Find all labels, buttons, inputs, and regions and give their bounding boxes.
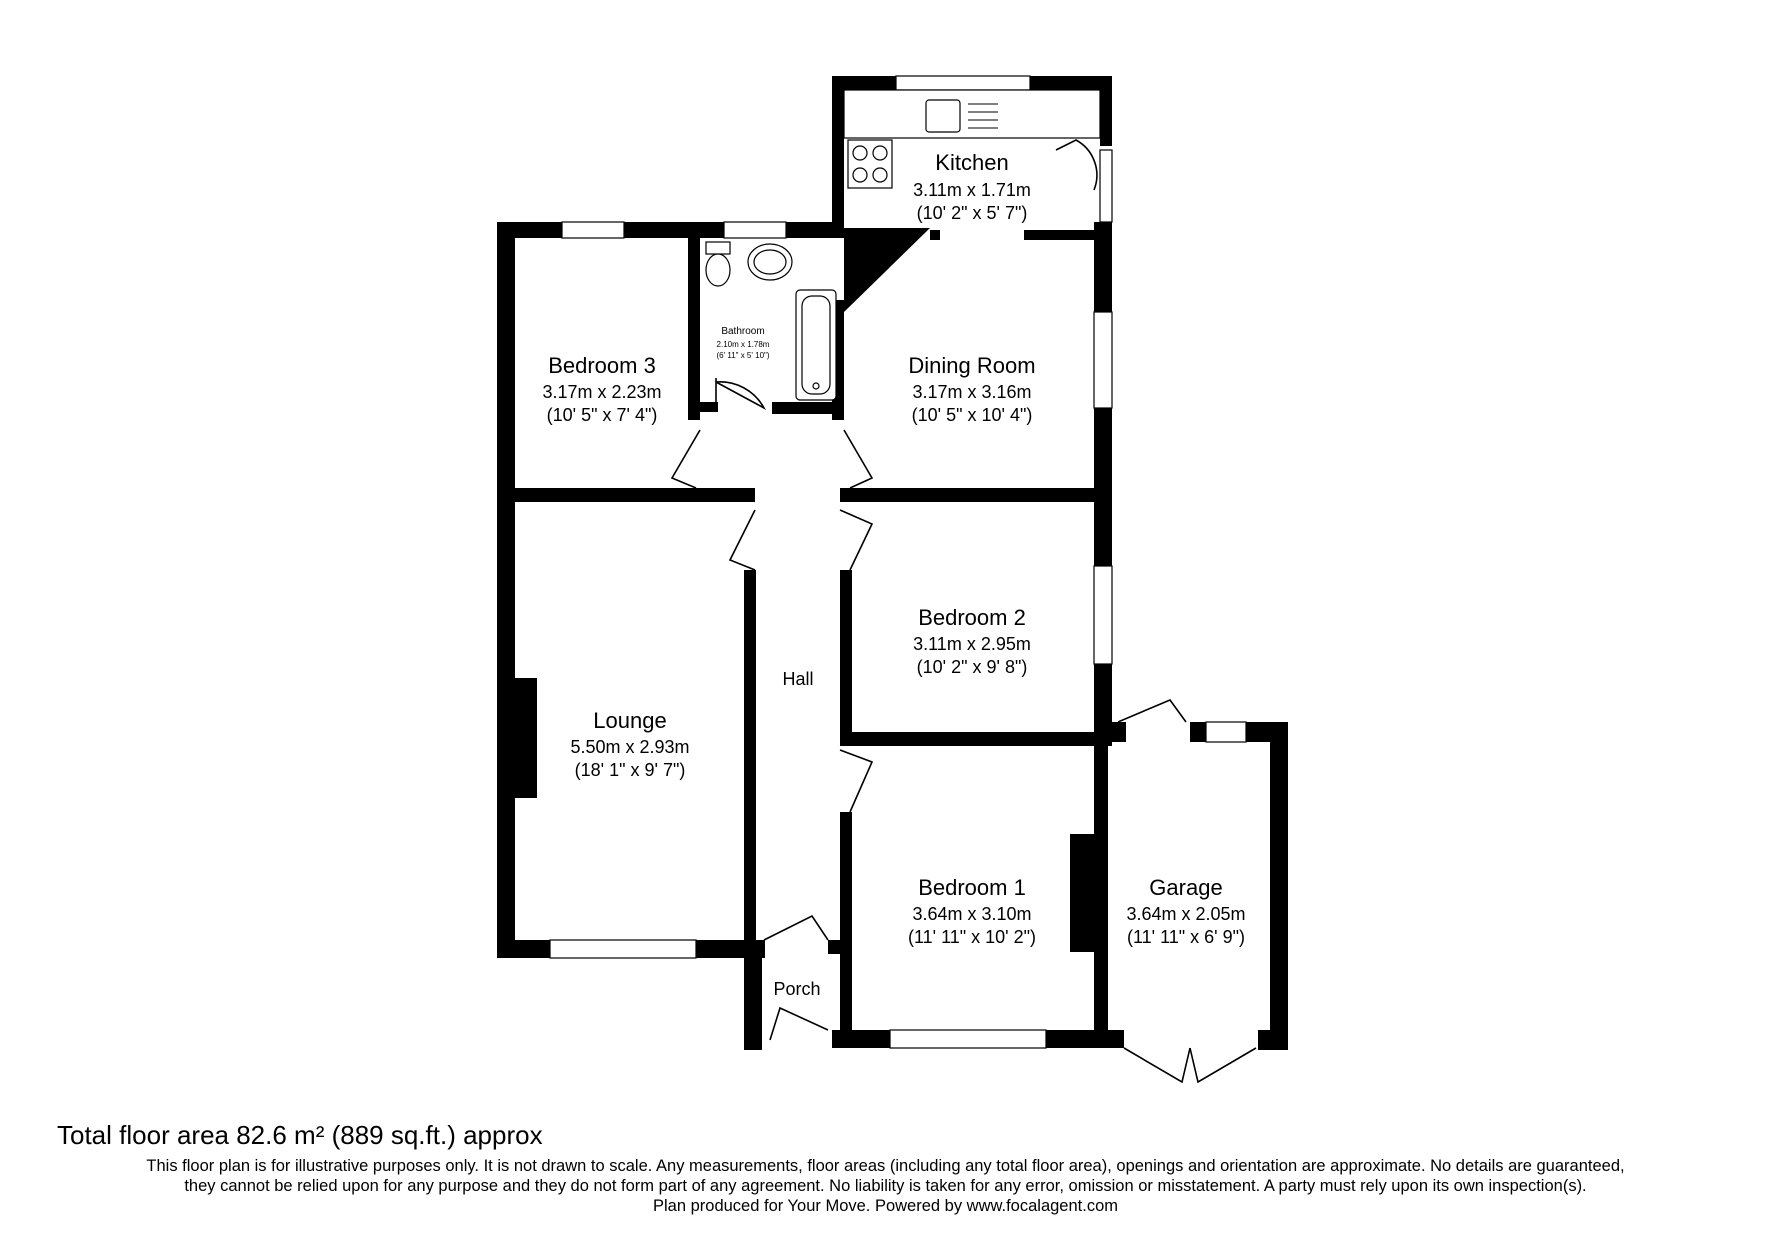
- hob-icon: [847, 139, 893, 189]
- disclaimer: This floor plan is for illustrative purp…: [0, 1156, 1771, 1216]
- bedroom3-imperial: (10' 5" x 7' 4"): [547, 405, 658, 425]
- lounge-name: Lounge: [593, 708, 666, 733]
- floor-plan: Kitchen 3.11m x 1.71m (10' 2" x 5' 7") B…: [497, 75, 1288, 1084]
- bathroom-metric: 2.10m x 1.78m: [717, 340, 770, 349]
- disclaimer-line-1: This floor plan is for illustrative purp…: [146, 1157, 1625, 1175]
- fixtures: [705, 89, 1101, 401]
- garage-imperial: (11' 11" x 6' 9"): [1127, 927, 1245, 947]
- toilet-icon: [705, 241, 731, 255]
- dining-room-metric: 3.17m x 3.16m: [912, 382, 1031, 402]
- bedroom3-metric: 3.17m x 2.23m: [542, 382, 661, 402]
- kitchen-metric: 3.11m x 1.71m: [913, 180, 1031, 200]
- bedroom2-imperial: (10' 2" x 9' 8"): [917, 657, 1028, 677]
- sink-icon: [925, 99, 961, 133]
- bedroom1-name: Bedroom 1: [918, 875, 1026, 900]
- bedroom1-imperial: (11' 11" x 10' 2"): [908, 927, 1036, 947]
- room-labels: Kitchen 3.11m x 1.71m (10' 2" x 5' 7") B…: [542, 150, 1245, 999]
- lounge-imperial: (18' 1" x 9' 7"): [575, 760, 686, 780]
- bathroom-name: Bathroom: [721, 326, 764, 337]
- lounge-metric: 5.50m x 2.93m: [570, 737, 689, 757]
- dining-room-imperial: (10' 5" x 10' 4"): [912, 405, 1033, 425]
- kitchen-imperial: (10' 2" x 5' 7"): [917, 203, 1028, 223]
- windows: [549, 75, 1247, 1049]
- bedroom1-metric: 3.64m x 3.10m: [912, 904, 1031, 924]
- garage-name: Garage: [1149, 875, 1222, 900]
- garage-metric: 3.64m x 2.05m: [1126, 904, 1245, 924]
- bedroom2-name: Bedroom 2: [918, 605, 1026, 630]
- bedroom2-metric: 3.11m x 2.95m: [913, 634, 1031, 654]
- credit-line: Plan produced for Your Move. Powered by …: [652, 1197, 1118, 1215]
- disclaimer-line-2: they cannot be relied upon for any purpo…: [184, 1177, 1587, 1195]
- bathroom-imperial: (6' 11" x 5' 10"): [716, 351, 769, 360]
- total-floor-area: Total floor area 82.6 m² (889 sq.ft.) ap…: [57, 1120, 543, 1150]
- porch-name: Porch: [773, 979, 820, 999]
- doors: [670, 127, 1257, 1084]
- bedroom3-name: Bedroom 3: [548, 353, 656, 378]
- kitchen-name: Kitchen: [935, 150, 1008, 175]
- hall-name: Hall: [782, 669, 813, 689]
- dining-room-name: Dining Room: [908, 353, 1035, 378]
